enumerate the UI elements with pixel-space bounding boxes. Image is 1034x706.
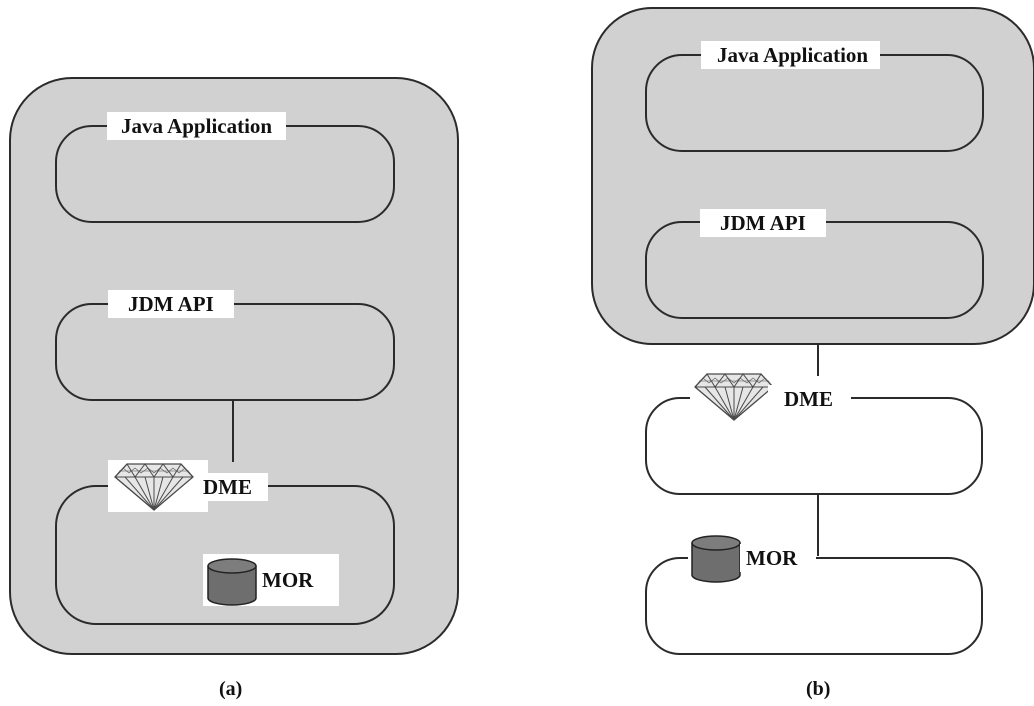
java-application-label-a: Java Application	[107, 112, 287, 140]
caption-a: (a)	[219, 678, 243, 700]
jdm-api-label-b: JDM API	[700, 209, 826, 237]
java-application-label-b: Java Application	[701, 41, 881, 69]
database-cylinder-icon	[691, 535, 741, 583]
dme-label-b: DME	[768, 385, 851, 413]
mor-label-b: MOR	[740, 544, 806, 572]
jdm-api-label-a: JDM API	[108, 290, 234, 318]
database-cylinder-icon	[207, 558, 257, 606]
mor-label-a: MOR	[258, 566, 330, 594]
caption-b: (b)	[806, 678, 831, 700]
dme-label-a: DME	[195, 473, 268, 501]
